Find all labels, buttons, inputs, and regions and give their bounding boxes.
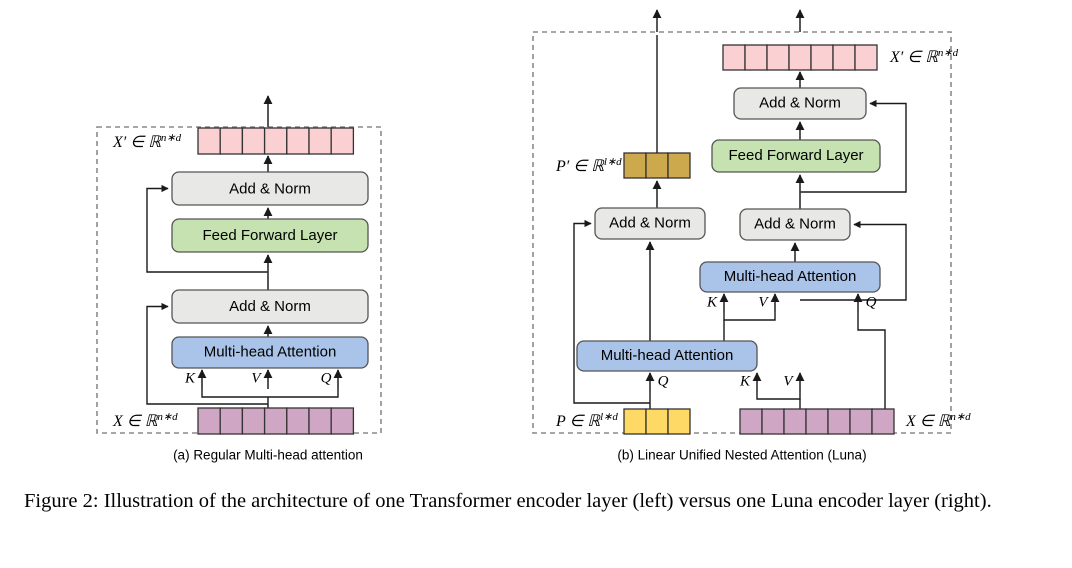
panel-a: X′ ∈ ℝn∗d Add & Norm <box>96 95 382 463</box>
panel-b-unpack-label-k: K <box>706 294 718 310</box>
panel-a-multi-head-attention: Multi-head Attention <box>171 336 369 369</box>
panel-a-output-cells <box>197 127 355 155</box>
panel-a-output-tensor-label: X′ ∈ ℝn∗d <box>112 132 182 151</box>
panel-a-label-q: Q <box>321 370 332 386</box>
panel-b-pack-attention: Multi-head Attention <box>576 340 758 372</box>
panel-b-unpack-label-v: V <box>758 294 769 310</box>
panel-b-add-norm-unpack-label: Add & Norm <box>754 215 836 232</box>
panel-a-residual-attn <box>146 302 268 405</box>
panel-b-pack-label-q: Q <box>658 373 669 389</box>
panel-b-residual-ffn <box>800 99 907 193</box>
panel-b: X′ ∈ ℝn∗d Add & Norm Feed Forward Layer <box>532 9 971 463</box>
panel-a-input-tensor-label: X ∈ ℝn∗d <box>112 411 178 430</box>
panel-b-input-cells <box>739 408 895 435</box>
panel-b-output-context-label: P′ ∈ ℝl∗d <box>555 156 622 175</box>
architecture-diagram: X′ ∈ ℝn∗d Add & Norm <box>96 9 971 463</box>
panel-a-kvq-bus <box>201 389 339 398</box>
panel-b-pack-label-k: K <box>739 373 751 389</box>
panel-a-subcaption: (a) Regular Multi-head attention <box>173 448 363 463</box>
panel-b-unpack-attention-label: Multi-head Attention <box>724 268 857 285</box>
panel-b-residual-context <box>573 219 650 404</box>
panel-a-feed-forward: Feed Forward Layer <box>171 218 369 253</box>
panel-b-feed-forward: Feed Forward Layer <box>711 139 881 173</box>
panel-b-pack-label-v: V <box>783 373 794 389</box>
panel-a-add-norm-top: Add & Norm <box>171 171 369 206</box>
panel-b-add-norm-top: Add & Norm <box>733 87 867 120</box>
panel-b-subcaption: (b) Linear Unified Nested Attention (Lun… <box>617 448 866 463</box>
panel-a-label-k: K <box>184 370 196 386</box>
panel-b-output-context-cells <box>623 152 691 179</box>
panel-b-input-context-tensor: P ∈ ℝl∗d <box>555 408 691 435</box>
panel-b-input-context-cells <box>623 408 691 435</box>
panel-a-label-v: V <box>251 370 262 386</box>
panel-b-unpack-attention: Multi-head Attention <box>699 261 881 293</box>
panel-b-unpack-q-route <box>857 312 886 409</box>
panel-b-output-context-tensor: P′ ∈ ℝl∗d <box>555 152 691 179</box>
panel-b-unpack-kv-bus <box>723 312 776 321</box>
figure-caption: Figure 2: Illustration of the architectu… <box>24 490 992 512</box>
panel-b-output-tensor-label: X′ ∈ ℝn∗d <box>889 47 959 66</box>
panel-a-add-norm-top-label: Add & Norm <box>229 180 311 197</box>
panel-b-feed-forward-label: Feed Forward Layer <box>728 147 863 164</box>
panel-b-add-norm-pack: Add & Norm <box>594 207 706 240</box>
panel-b-output-cells <box>722 44 878 71</box>
panel-a-output-tensor: X′ ∈ ℝn∗d <box>112 127 355 155</box>
panel-a-residual-ffn <box>146 184 268 273</box>
panel-a-input-tensor: X ∈ ℝn∗d <box>112 407 355 435</box>
panel-b-add-norm-pack-label: Add & Norm <box>609 214 691 231</box>
panel-b-input-tensor-label: X ∈ ℝn∗d <box>905 411 971 430</box>
panel-a-mha-label: Multi-head Attention <box>204 343 337 360</box>
panel-b-unpack-label-q: Q <box>866 294 877 310</box>
panel-b-input-context-label: P ∈ ℝl∗d <box>555 411 618 430</box>
panel-a-add-norm-bottom: Add & Norm <box>171 289 369 324</box>
panel-b-input-tensor: X ∈ ℝn∗d <box>739 408 971 435</box>
panel-b-pack-kv-bus <box>756 391 801 400</box>
panel-b-residual-unpack <box>800 220 907 301</box>
panel-b-add-norm-unpack: Add & Norm <box>739 208 851 241</box>
panel-a-feed-forward-label: Feed Forward Layer <box>202 227 337 244</box>
panel-a-input-cells <box>197 407 355 435</box>
panel-b-output-tensor: X′ ∈ ℝn∗d <box>722 44 959 71</box>
panel-b-add-norm-top-label: Add & Norm <box>759 94 841 111</box>
panel-b-pack-attention-label: Multi-head Attention <box>601 347 734 364</box>
panel-a-add-norm-bottom-label: Add & Norm <box>229 298 311 315</box>
